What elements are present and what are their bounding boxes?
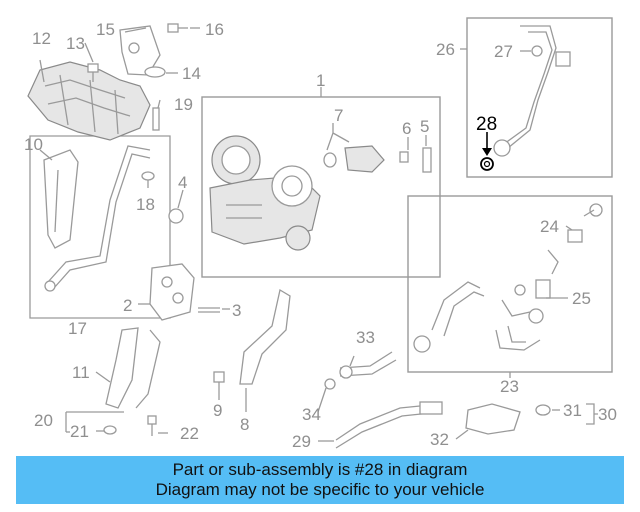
oil-return-pipe-17	[44, 145, 151, 292]
turbocharger	[209, 135, 321, 251]
bolt-9	[213, 371, 225, 392]
parts-diagram: 1 2 3 4 5 6 7 8 9 10 11 12 13 14 15 16 1…	[24, 17, 617, 451]
pipe-29	[335, 401, 443, 449]
gasket-18	[141, 171, 155, 181]
plug-4	[168, 208, 184, 224]
callout-11: 11	[72, 363, 90, 382]
callout-3: 3	[232, 301, 241, 320]
callout-10: 10	[24, 135, 43, 154]
actuator-7	[344, 145, 385, 173]
callout-20: 20	[34, 411, 53, 430]
callout-24: 24	[540, 217, 559, 236]
heat-shield-10	[43, 149, 79, 249]
callout-21: 21	[70, 422, 89, 441]
callout-32: 32	[430, 430, 449, 449]
gasket-14	[144, 66, 166, 78]
callout-34: 34	[302, 405, 321, 424]
callout-9: 9	[213, 401, 222, 420]
callout-29: 29	[292, 432, 311, 451]
callout-26: 26	[436, 40, 455, 59]
hose-24	[547, 203, 603, 275]
coolant-hose-group-box	[407, 195, 613, 373]
callout-15: 15	[96, 20, 115, 39]
callout-13: 13	[66, 34, 85, 53]
callout-5: 5	[420, 117, 429, 136]
callout-22: 22	[180, 424, 199, 443]
callout-16: 16	[205, 20, 224, 39]
oil-line-group-box	[466, 17, 613, 178]
callout-30: 30	[598, 405, 617, 424]
callout-1: 1	[316, 71, 325, 90]
callout-4: 4	[178, 173, 187, 192]
banner-line-disclaimer: Diagram may not be specific to your vehi…	[155, 480, 485, 499]
callout-27: 27	[494, 42, 513, 61]
callout-19: 19	[174, 95, 193, 114]
banner-line-part: Part or sub-assembly is #28 in diagram	[172, 460, 468, 479]
pipe-32	[465, 403, 521, 435]
oil-line-26	[493, 25, 571, 157]
bolt-22	[147, 415, 157, 436]
callout-2: 2	[123, 296, 132, 315]
callout-12: 12	[32, 29, 51, 48]
washer-27	[531, 45, 543, 57]
callout-8: 8	[240, 415, 249, 434]
exhaust-manifold	[27, 61, 151, 141]
callout-18: 18	[136, 195, 155, 214]
oring-31	[535, 404, 551, 416]
bracket-11	[105, 327, 161, 409]
stud-19	[152, 107, 160, 131]
info-banner: Part or sub-assembly is #28 in diagram D…	[16, 456, 624, 504]
oring-7	[323, 152, 337, 168]
callout-28: 28	[476, 114, 497, 135]
callout-7: 7	[334, 106, 343, 125]
heat-shield-group-box	[29, 135, 171, 319]
callout-31: 31	[563, 401, 582, 420]
fitting-5	[422, 147, 432, 173]
bolt-6	[399, 151, 409, 163]
oring-34	[324, 378, 336, 390]
bolt-13	[87, 63, 99, 82]
callout-23: 23	[500, 377, 519, 396]
callout-25: 25	[572, 289, 591, 308]
leader-lines	[39, 27, 598, 442]
gasket-21	[103, 425, 117, 435]
hose-25	[495, 279, 551, 351]
bracket-8	[239, 288, 291, 385]
bolt-16	[167, 23, 188, 33]
stud-3	[198, 307, 220, 313]
sealing-washer-28	[480, 157, 494, 171]
hose-23a	[413, 281, 485, 353]
callout-17: 17	[68, 319, 87, 338]
callout-33: 33	[356, 328, 375, 347]
pipe-33	[339, 351, 397, 379]
callout-6: 6	[402, 119, 411, 138]
callout-14: 14	[182, 64, 201, 83]
gasket-2	[149, 263, 195, 321]
